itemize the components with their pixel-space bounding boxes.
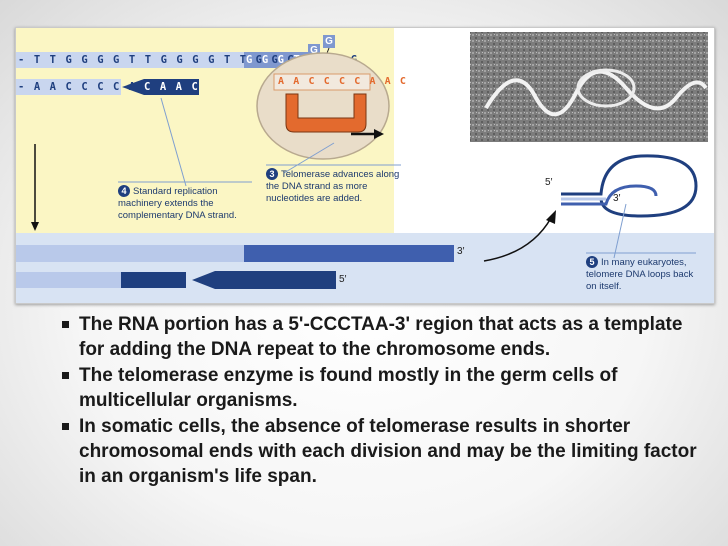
caption-text: Standard replication machinery extends t… [118, 186, 237, 221]
rna-template-box [273, 73, 371, 91]
step-number: 5 [586, 256, 598, 268]
chromosome-end-panel [16, 233, 714, 303]
t-loop-outer [561, 154, 698, 218]
bullet-list: The RNA portion has a 5'-CCCTAA-3' regio… [62, 312, 702, 490]
label-3-prime-loop: 3′ [613, 193, 621, 204]
t-loop-inner [561, 184, 658, 206]
telomerase-enzyme [256, 52, 390, 160]
label-3-prime: 3′ [457, 246, 465, 257]
caption4-leader [160, 97, 187, 187]
bullet-marker [62, 321, 69, 328]
lower-strand-light [16, 272, 121, 288]
bullet-item: The telomerase enzyme is found mostly in… [62, 363, 702, 413]
bullet-text: The RNA portion has a 5'-CCCTAA-3' regio… [79, 314, 683, 360]
bullet-marker [62, 372, 69, 379]
top-strand-band [16, 52, 244, 68]
bullet-item: In somatic cells, the absence of telomer… [62, 414, 702, 489]
label-5-prime: 5′ [339, 274, 347, 285]
bullet-item: The RNA portion has a 5'-CCCTAA-3' regio… [62, 312, 702, 362]
bullet-marker [62, 423, 69, 430]
replication-arrow [122, 79, 199, 95]
lower-strand-arrow [192, 271, 336, 289]
rna-template-u [285, 93, 367, 133]
step-number: 3 [266, 168, 278, 180]
bottom-strand-sequence: - A A C C C C A A C [18, 81, 169, 93]
caption-text: Telomerase advances along the DNA strand… [266, 169, 400, 204]
diagram-graphics [16, 32, 708, 289]
bullet-text: The telomerase enzyme is found mostly in… [79, 365, 618, 411]
caption-text: In many eukaryotes, telomere DNA loops b… [586, 257, 694, 292]
caption3-leader [283, 142, 335, 174]
upper-strand-dark [244, 245, 454, 262]
loop-arrow [483, 217, 552, 262]
telomerase-figure: - T T G G G G T T G G G G T T G G G G T … [15, 27, 715, 304]
rna-template-sequence: A A C C C C A A C [278, 76, 408, 87]
step-number: 4 [118, 185, 130, 197]
lower-strand-dark [121, 272, 186, 288]
bullet-text: In somatic cells, the absence of telomer… [79, 416, 697, 487]
caption5-leader [613, 203, 627, 259]
bottom-strand-band [16, 79, 121, 95]
top-strand-sequence: - T T G G G G T T G G G G T T G G G G T … [18, 54, 359, 66]
added-nucleotide-g: G [323, 35, 335, 48]
arrow-sequence: C A A C [144, 81, 200, 93]
label-5-prime-loop: 5′ [545, 177, 553, 188]
upper-strand-light [16, 245, 244, 262]
